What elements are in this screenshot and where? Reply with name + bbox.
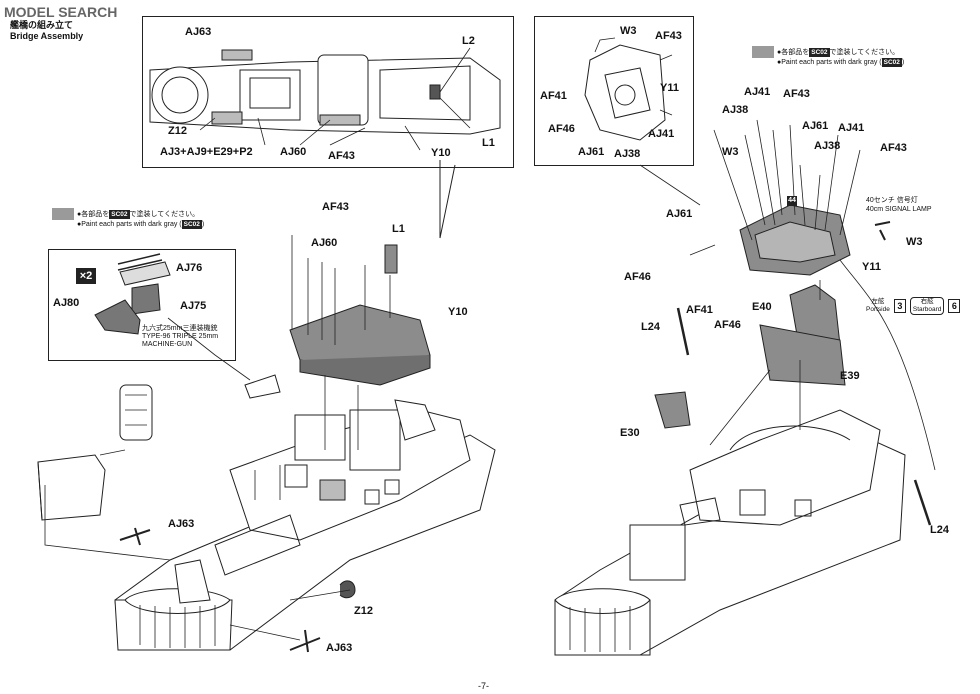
label-y11-r: Y11 xyxy=(862,261,881,273)
label-aj61-tr: AJ61 xyxy=(578,146,605,158)
label-z12-bot: Z12 xyxy=(354,605,373,617)
label-aj63-left: AJ63 xyxy=(168,518,195,530)
label-af41-tr: AF41 xyxy=(540,90,567,102)
header-title-jp: 艦橋の組み立て xyxy=(10,20,74,30)
label-aj60-top: AJ60 xyxy=(280,146,307,158)
label-l1-top: L1 xyxy=(482,137,495,149)
label-aj60-mid: AJ60 xyxy=(311,237,338,249)
signal-lamp-note: 40センチ 信号灯 40cm SIGNAL LAMP xyxy=(866,197,932,213)
label-y10-top: Y10 xyxy=(431,147,451,159)
callout-top-center xyxy=(142,16,514,168)
gun-group-drawing xyxy=(94,253,251,381)
label-aj38-r2: AJ38 xyxy=(814,140,841,152)
label-l1-mid: L1 xyxy=(392,223,405,235)
label-af43-top: AF43 xyxy=(328,150,355,162)
header-title-en: Bridge Assembly xyxy=(10,31,84,41)
label-l24-a: L24 xyxy=(641,321,660,333)
label-aj41-r1: AJ41 xyxy=(744,86,771,98)
label-aj61-r2: AJ61 xyxy=(666,208,693,220)
label-aj75: AJ75 xyxy=(180,300,207,312)
label-aj41-tr: AJ41 xyxy=(648,128,675,140)
label-af46-tr: AF46 xyxy=(548,123,575,135)
left-hull-drawing xyxy=(37,235,496,653)
label-aj63-bot: AJ63 xyxy=(326,642,353,654)
label-aj38-tr: AJ38 xyxy=(614,148,641,160)
gray-swatch xyxy=(52,208,74,220)
top-right-callout-drawing xyxy=(584,37,673,141)
label-af43-mid: AF43 xyxy=(322,201,349,213)
label-l2-top: L2 xyxy=(462,35,475,47)
page-header: 艦橋の組み立て Bridge Assembly xyxy=(10,20,83,42)
top-callout-drawing xyxy=(149,47,501,151)
label-aj61-r1: AJ61 xyxy=(802,120,829,132)
label-aj41-r2: AJ41 xyxy=(838,122,865,134)
label-af46-r2: AF46 xyxy=(714,319,741,331)
x2-badge: ×2 xyxy=(76,268,96,284)
callout-top-right xyxy=(534,16,694,166)
label-aj76: AJ76 xyxy=(176,262,203,274)
label-e40: E40 xyxy=(752,301,772,313)
label-af46-r1: AF46 xyxy=(624,271,651,283)
label-z12-top: Z12 xyxy=(168,125,187,137)
label-y11-tr: Y11 xyxy=(660,82,679,94)
label-l24-b: L24 xyxy=(930,524,949,536)
label-aj-combo: AJ3+AJ9+E29+P2 xyxy=(160,146,253,158)
gray-swatch xyxy=(752,46,774,58)
label-y10-mid: Y10 xyxy=(448,306,468,318)
label-af43-r2: AF43 xyxy=(880,142,907,154)
label-af43-tr: AF43 xyxy=(655,30,682,42)
label-af43-r1: AF43 xyxy=(783,88,810,100)
label-e39: E39 xyxy=(840,370,860,382)
gun-group-box xyxy=(48,249,236,361)
label-w3-r1: W3 xyxy=(722,146,739,158)
label-aj38-r1: AJ38 xyxy=(722,104,749,116)
step-badge: 44 xyxy=(787,196,797,206)
label-w3-tr: W3 xyxy=(620,25,637,37)
label-w3-r2: W3 xyxy=(906,236,923,248)
label-af41-r: AF41 xyxy=(686,304,713,316)
page-number: -7- xyxy=(478,681,489,691)
label-aj63-top: AJ63 xyxy=(185,26,212,38)
right-tower-drawing xyxy=(554,119,936,656)
watermark: MODEL SEARCH xyxy=(4,4,118,20)
gun-caption: 九六式25mm三連装機銃 TYPE-96 TRIPLE 25mm MACHINE… xyxy=(142,325,219,348)
label-aj80: AJ80 xyxy=(53,297,80,309)
label-e30: E30 xyxy=(620,427,640,439)
